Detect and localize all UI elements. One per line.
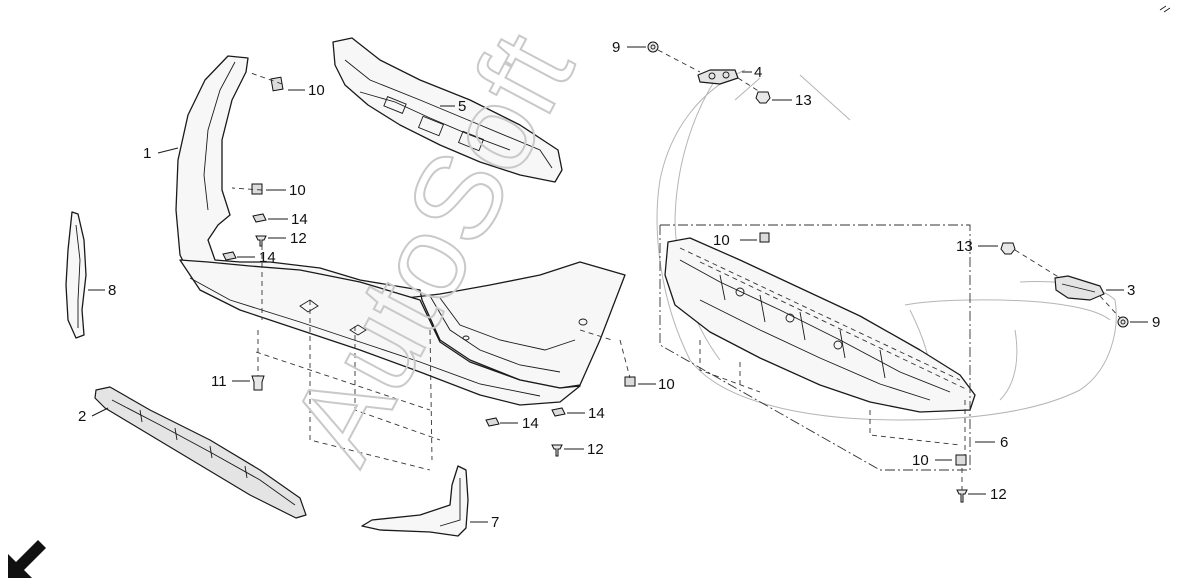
callout-label: 11 — [211, 373, 227, 390]
callout-label: 10 — [289, 182, 306, 199]
callout-label: 2 — [78, 408, 86, 425]
part-1-bumper-cover — [175, 55, 626, 406]
screw-icon — [551, 444, 563, 457]
bolt-icon — [251, 375, 265, 391]
callout-label: 7 — [491, 514, 499, 531]
part-5-absorber — [332, 37, 563, 183]
front-direction-arrow-icon — [8, 540, 46, 578]
clip-icon — [485, 417, 500, 427]
callout-label: 13 — [956, 238, 973, 255]
clip-icon — [270, 76, 284, 92]
clip-icon — [624, 376, 636, 387]
nut-icon — [1000, 242, 1016, 255]
callout-label: 10 — [308, 82, 325, 99]
clip-icon — [955, 454, 967, 466]
clip-icon — [251, 183, 263, 195]
nut-icon — [755, 91, 771, 104]
callout-label: 5 — [458, 98, 466, 115]
screw-icon — [255, 235, 267, 247]
vehicle-outline — [656, 69, 1117, 421]
callout-label: 3 — [1127, 282, 1135, 299]
callout-label: 8 — [108, 282, 116, 299]
callout-label: 12 — [587, 441, 604, 458]
callout-label: 9 — [1152, 314, 1160, 331]
clip-icon — [759, 232, 770, 243]
screw-icon — [956, 489, 968, 503]
part-8-side-bracket — [65, 211, 87, 339]
callout-label: 9 — [612, 39, 620, 56]
callout-labels: 1 2 3 4 5 6 7 8 9 9 10 10 10 10 10 11 12… — [78, 39, 1160, 531]
callout-label: 10 — [658, 376, 675, 393]
callout-label: 12 — [990, 486, 1007, 503]
clip-icon — [551, 407, 566, 417]
part-4-bracket — [697, 69, 739, 85]
part-6-undercover — [664, 237, 976, 413]
callout-label: 10 — [713, 232, 730, 249]
grommet-icon — [647, 41, 659, 53]
leader-lines — [88, 46, 1148, 523]
callout-label: 14 — [522, 415, 539, 432]
clip-icon — [252, 213, 267, 223]
callout-label: 14 — [291, 211, 308, 228]
assembly-lines — [231, 49, 1121, 490]
callout-label: 14 — [588, 405, 605, 422]
callout-label: 10 — [912, 452, 929, 469]
callout-label: 13 — [795, 92, 812, 109]
callout-label: 4 — [754, 64, 762, 81]
callout-label: 1 — [143, 145, 151, 162]
fasteners — [222, 41, 1129, 503]
part-7-corner-trim — [361, 465, 469, 537]
callout-label: 12 — [290, 230, 307, 247]
grommet-icon — [1117, 316, 1129, 328]
corner-mark — [1159, 5, 1171, 13]
part-3-bracket — [1054, 275, 1105, 301]
part-2-lower-grille — [94, 386, 307, 519]
callout-label: 6 — [1000, 434, 1008, 451]
clip-icon — [222, 251, 237, 261]
callout-label: 14 — [259, 249, 276, 266]
